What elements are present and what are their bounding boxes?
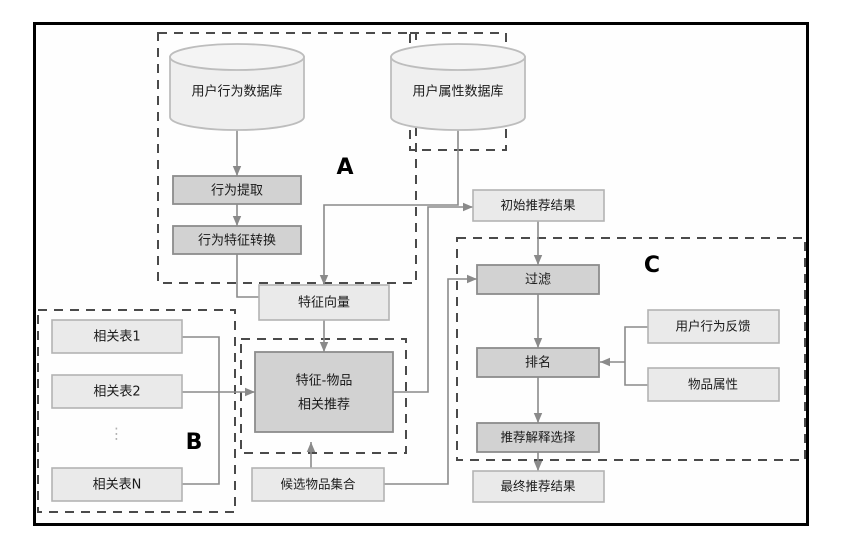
node-final-rec-result[interactable]: 最终推荐结果	[472, 470, 605, 503]
node-feature-item-rec-label-line1: 特征-物品	[296, 374, 353, 389]
db-user-behavior[interactable]: 用户行为数据库	[169, 43, 305, 131]
node-item-attribute-label: 物品属性	[688, 377, 738, 392]
related-table-1[interactable]: 相关表1	[51, 319, 183, 354]
db-user-attribute[interactable]: 用户属性数据库	[390, 43, 526, 131]
process-box-group: 行为提取 行为特征转换 特征-物品 相关推荐 过滤 排名 推荐解释选择	[172, 175, 600, 453]
node-behavior-extract[interactable]: 行为提取	[172, 175, 302, 205]
node-final-rec-result-label: 最终推荐结果	[500, 479, 576, 494]
database-group: 用户行为数据库 用户属性数据库	[169, 43, 526, 131]
connector-table1-bus	[182, 336, 220, 392]
node-filter-label: 过滤	[525, 273, 551, 288]
node-behavior-extract-label: 行为提取	[211, 183, 263, 199]
node-candidate-item-set[interactable]: 候选物品集合	[251, 467, 385, 502]
node-filter[interactable]: 过滤	[476, 264, 600, 295]
related-table-n[interactable]: 相关表N	[51, 467, 183, 502]
related-table-2[interactable]: 相关表2	[51, 374, 183, 409]
connector-layer	[182, 130, 648, 485]
related-table-ellipsis: ⋮	[109, 425, 125, 443]
data-box-group: 特征向量 候选物品集合 初始推荐结果 最终推荐结果 用户行为反馈 物品属性 相关…	[51, 189, 780, 503]
node-ranking-label: 排名	[525, 355, 551, 371]
node-initial-rec-result-label: 初始推荐结果	[500, 198, 576, 213]
node-initial-rec-result[interactable]: 初始推荐结果	[472, 189, 605, 222]
node-item-attribute[interactable]: 物品属性	[647, 367, 780, 402]
group-a-label: A	[336, 155, 353, 180]
group-c-label: C	[644, 253, 660, 278]
related-table-n-label: 相关表N	[93, 478, 142, 493]
connector-rec-to-initial	[392, 202, 473, 393]
group-b-dashed-box	[37, 309, 236, 513]
node-feature-vector-label: 特征向量	[298, 295, 350, 311]
connector-tablen-bus	[182, 392, 220, 485]
group-c-dashed-box	[456, 237, 806, 461]
related-table-2-label: 相关表2	[93, 385, 140, 400]
node-behavior-feature-transform[interactable]: 行为特征转换	[172, 225, 302, 255]
node-feature-item-rec-label-line2: 相关推荐	[298, 398, 350, 413]
node-behavior-feature-transform-label: 行为特征转换	[198, 234, 276, 249]
connector-candidate-to-filter	[384, 274, 477, 485]
node-user-behavior-feedback[interactable]: 用户行为反馈	[647, 309, 780, 344]
node-candidate-item-set-label: 候选物品集合	[280, 477, 356, 492]
node-feature-item-rec[interactable]: 特征-物品 相关推荐	[254, 351, 394, 433]
connector-attrdb-to-featurevector	[319, 130, 459, 285]
db-user-behavior-label: 用户行为数据库	[191, 84, 282, 100]
node-feature-vector[interactable]: 特征向量	[258, 284, 390, 321]
group-a-dashed-box	[157, 32, 417, 284]
node-user-behavior-feedback-label: 用户行为反馈	[675, 319, 750, 334]
node-rec-explanation-select-label: 推荐解释选择	[500, 430, 576, 445]
connector-feedback-bus	[624, 326, 648, 362]
related-table-1-label: 相关表1	[93, 330, 140, 345]
node-ranking[interactable]: 排名	[476, 347, 600, 378]
db-user-attribute-label: 用户属性数据库	[412, 84, 503, 100]
group-b-label: B	[186, 430, 203, 455]
node-rec-explanation-select[interactable]: 推荐解释选择	[476, 422, 600, 453]
connector-itemattr-bus	[624, 362, 648, 386]
